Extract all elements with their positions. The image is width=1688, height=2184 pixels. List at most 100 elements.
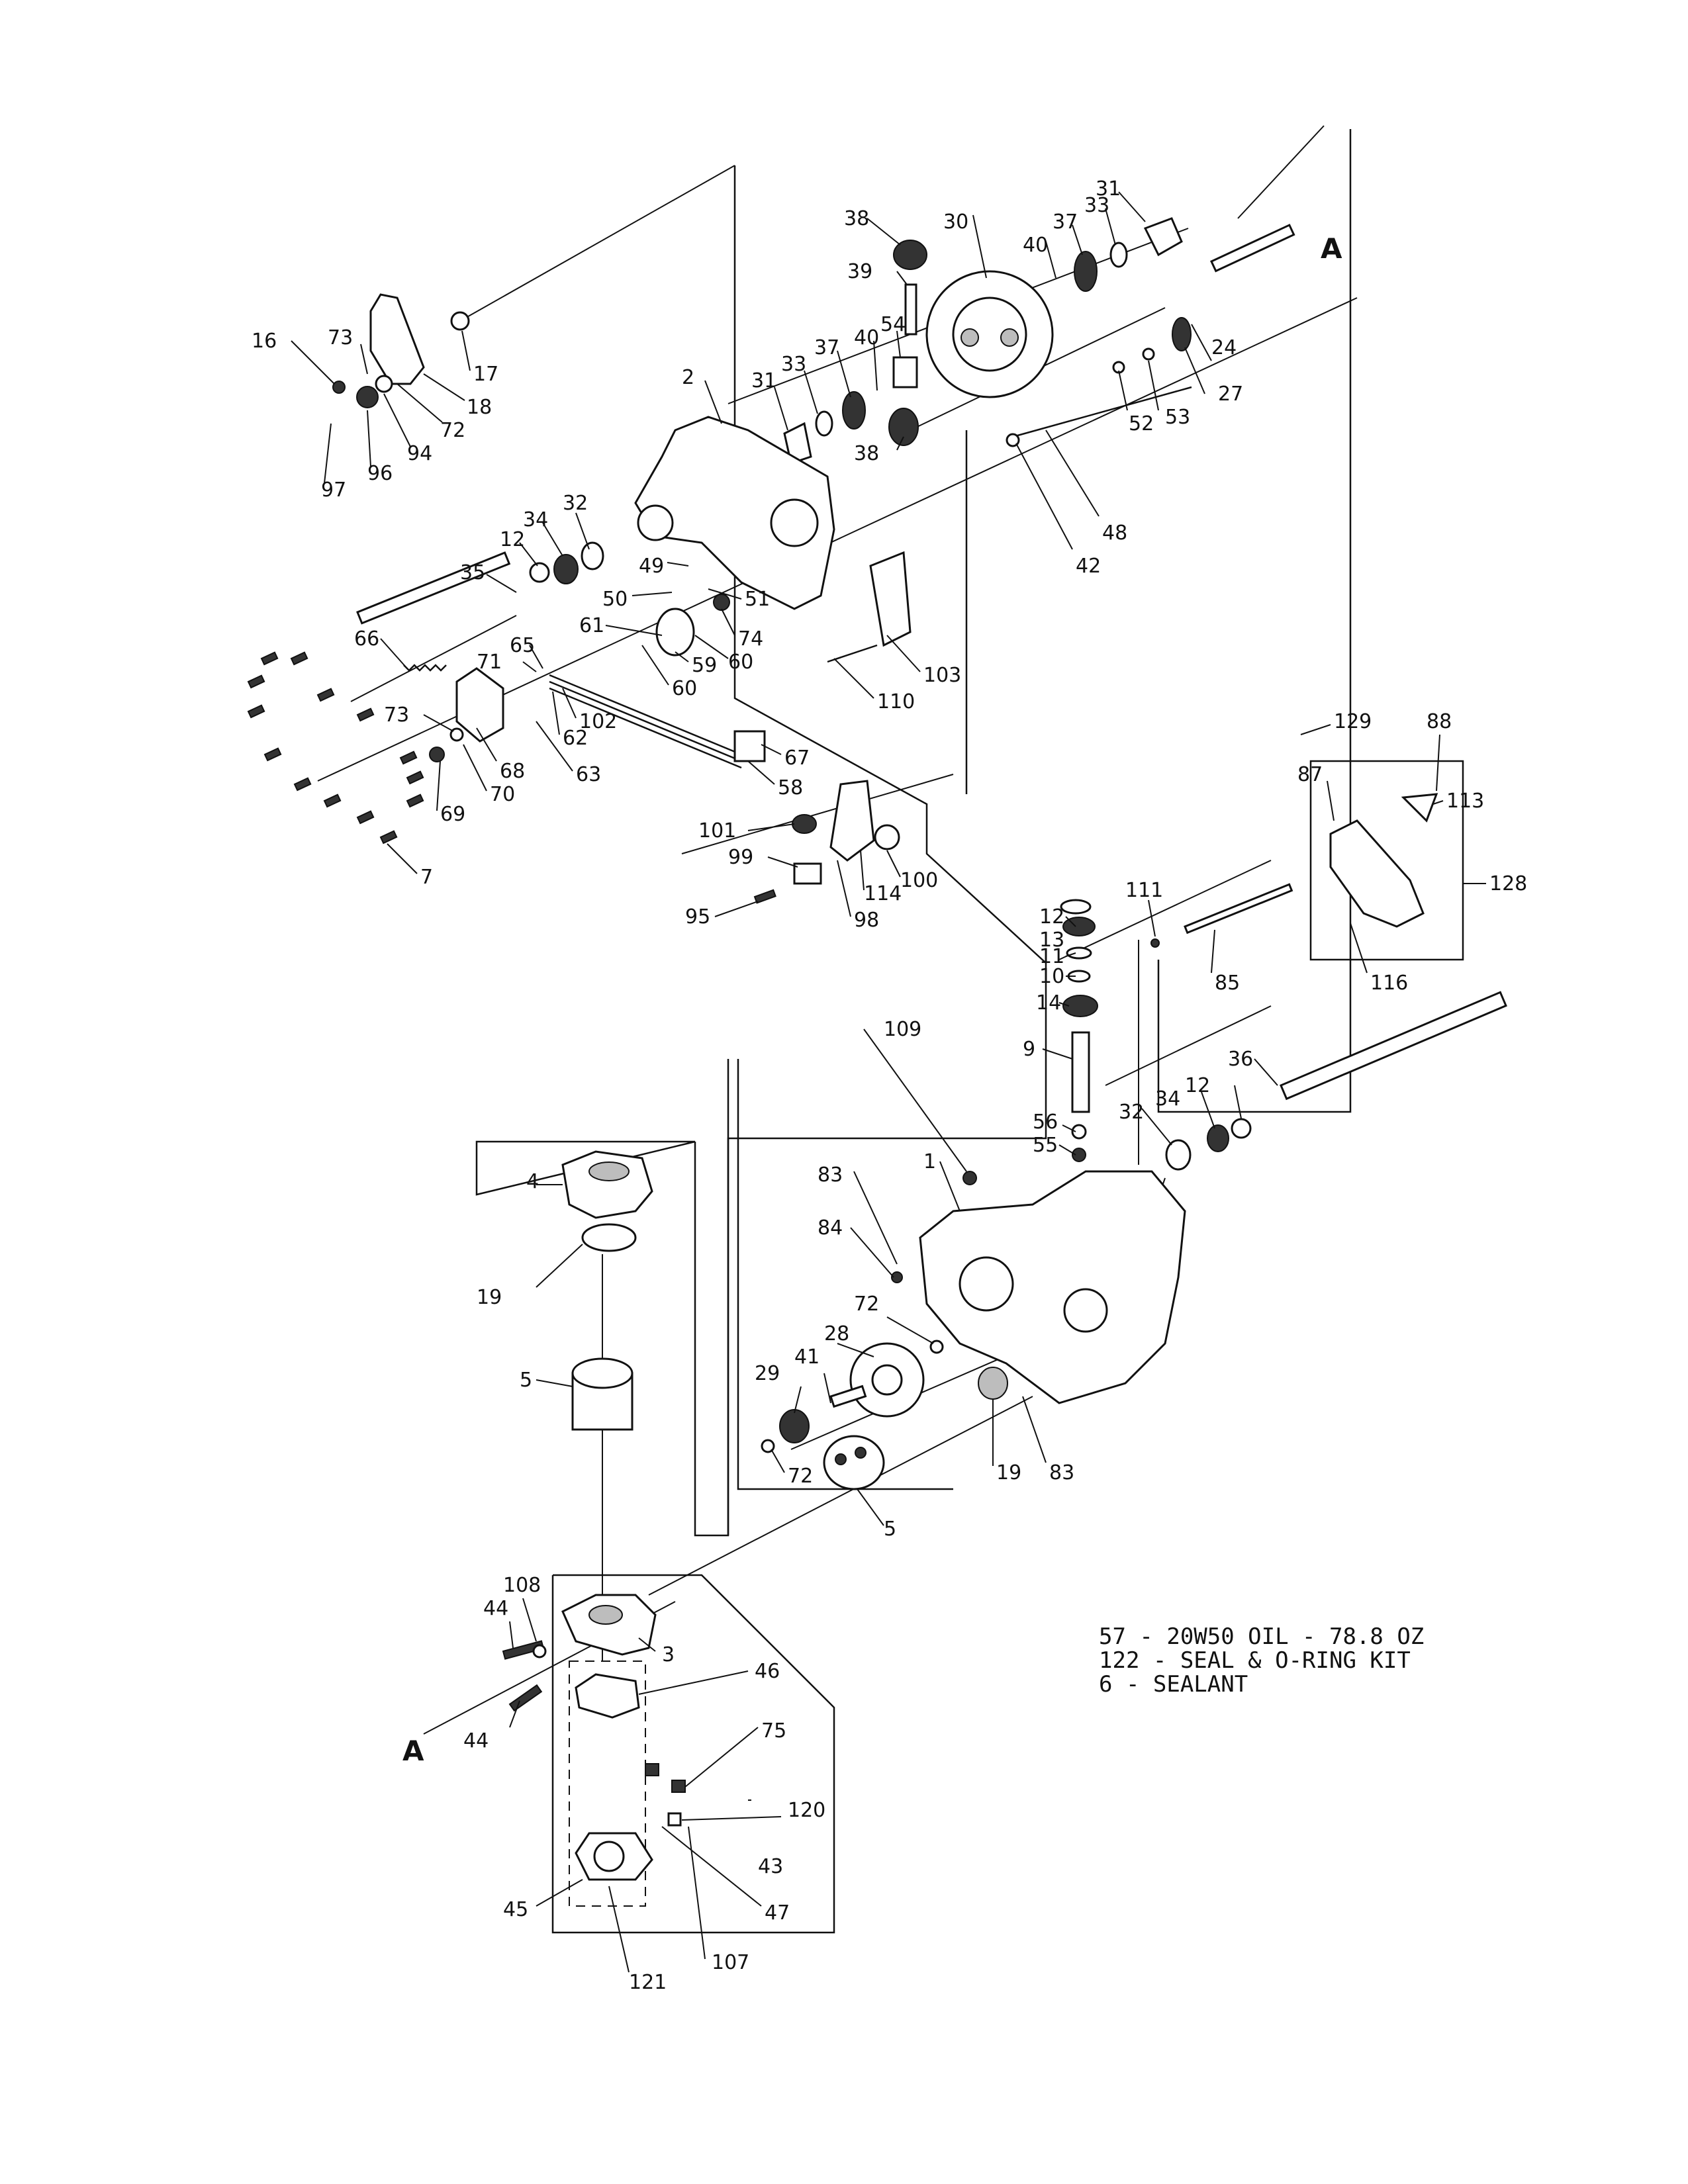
callout-85: 85 bbox=[1215, 972, 1240, 995]
callout-74: 74 bbox=[738, 627, 763, 651]
callout-63: 63 bbox=[576, 763, 601, 786]
gear-27 bbox=[1172, 317, 1192, 351]
callout-71: 71 bbox=[477, 651, 502, 674]
axis-marker-a-top: A bbox=[1321, 232, 1342, 265]
callout-11: 11 bbox=[1039, 945, 1064, 968]
callout-5-left: 5 bbox=[520, 1369, 532, 1392]
washer-100 bbox=[874, 824, 900, 850]
callout-19-left: 19 bbox=[477, 1286, 502, 1309]
bearing-14 bbox=[1062, 995, 1098, 1017]
callout-72: 72 bbox=[440, 419, 465, 442]
bolt-95 bbox=[753, 889, 776, 904]
washer-42 bbox=[1006, 433, 1020, 447]
bolt-44-bottom bbox=[508, 1684, 543, 1712]
seal-13 bbox=[1062, 917, 1096, 936]
callout-38-top: 38 bbox=[844, 207, 869, 230]
callout-61: 61 bbox=[579, 614, 604, 637]
callout-58: 58 bbox=[778, 776, 803, 799]
callout-116: 116 bbox=[1370, 972, 1408, 995]
callout-65: 65 bbox=[510, 634, 535, 657]
callout-24: 24 bbox=[1211, 336, 1237, 359]
callout-31-mid: 31 bbox=[751, 369, 776, 392]
leader-lines bbox=[291, 191, 1486, 1973]
callout-40-top: 40 bbox=[1023, 234, 1048, 257]
callout-12-right: 12 bbox=[1039, 905, 1064, 929]
shaft-36 bbox=[1280, 991, 1507, 1101]
callout-48: 48 bbox=[1102, 522, 1127, 545]
bolt-set-7 bbox=[247, 651, 424, 844]
callout-55: 55 bbox=[1033, 1134, 1058, 1157]
callout-113: 113 bbox=[1446, 790, 1484, 813]
shaft-9 bbox=[1071, 1031, 1090, 1113]
callout-labels: 16 73 17 18 72 94 96 97 2 38 30 37 33 31… bbox=[252, 177, 1527, 1994]
rod-85 bbox=[1184, 883, 1293, 934]
callout-87: 87 bbox=[1297, 763, 1323, 786]
callout-14: 14 bbox=[1036, 991, 1061, 1015]
callout-35: 35 bbox=[460, 561, 485, 584]
pinion-29 bbox=[779, 1409, 810, 1443]
callout-129: 129 bbox=[1334, 710, 1372, 733]
pin-111 bbox=[1150, 938, 1160, 948]
callout-32-top: 32 bbox=[563, 492, 588, 515]
callout-18: 18 bbox=[467, 396, 492, 419]
callout-108: 108 bbox=[503, 1574, 541, 1597]
housing-1 bbox=[919, 1170, 1186, 1404]
ring-12-right bbox=[1060, 899, 1092, 915]
bearing-34-top bbox=[553, 554, 579, 584]
callout-34-low: 34 bbox=[1155, 1087, 1180, 1111]
callout-16: 16 bbox=[252, 330, 277, 353]
seal-19-left bbox=[581, 1223, 637, 1252]
bearing-32-low bbox=[1165, 1139, 1192, 1171]
valve-75b bbox=[671, 1780, 686, 1793]
callout-12-low: 12 bbox=[1185, 1074, 1210, 1097]
callout-73: 73 bbox=[328, 326, 353, 349]
callout-114: 114 bbox=[864, 882, 902, 905]
callout-27: 27 bbox=[1218, 383, 1243, 406]
callout-107: 107 bbox=[712, 1951, 749, 1974]
callout-1: 1 bbox=[923, 1150, 936, 1173]
callout-52: 52 bbox=[1129, 412, 1154, 435]
washer-33-mid bbox=[815, 410, 833, 437]
callout-47: 47 bbox=[765, 1901, 790, 1925]
nut-16 bbox=[332, 381, 346, 394]
callout-37-mid: 37 bbox=[814, 336, 839, 359]
pinion-31-top bbox=[1143, 217, 1183, 257]
ring-12-top bbox=[529, 562, 550, 583]
callout-97: 97 bbox=[321, 478, 346, 502]
disc-59 bbox=[655, 608, 695, 657]
axis-markers: A A bbox=[402, 232, 1342, 1767]
pin-41 bbox=[829, 1385, 867, 1408]
washer-72c bbox=[761, 1439, 775, 1453]
callout-45: 45 bbox=[503, 1898, 528, 1921]
cover-116 bbox=[1329, 819, 1425, 928]
nut-109 bbox=[962, 1171, 977, 1185]
group-boundaries bbox=[475, 129, 1464, 1934]
note-oil: 57 - 20W50 OIL - 78.8 OZ bbox=[1099, 1623, 1425, 1650]
callout-3: 3 bbox=[662, 1643, 675, 1666]
axis-marker-a-bottom: A bbox=[402, 1735, 424, 1767]
callout-32-low: 32 bbox=[1119, 1101, 1144, 1124]
callout-12-top: 12 bbox=[500, 528, 525, 551]
callout-54: 54 bbox=[880, 313, 906, 336]
callout-19-right: 19 bbox=[996, 1461, 1021, 1484]
bracket-18 bbox=[369, 293, 425, 385]
housing-4 bbox=[561, 1150, 653, 1219]
block-54 bbox=[892, 356, 918, 388]
bearing-17 bbox=[450, 311, 470, 331]
gear-37-mid bbox=[842, 391, 866, 430]
washer-56 bbox=[1071, 1124, 1087, 1140]
callout-99: 99 bbox=[728, 846, 753, 869]
shaft-a-top bbox=[1210, 224, 1295, 273]
washer-11 bbox=[1066, 946, 1092, 960]
callout-68: 68 bbox=[500, 760, 525, 783]
callout-56: 56 bbox=[1033, 1111, 1058, 1134]
callout-51: 51 bbox=[745, 588, 770, 611]
callout-41: 41 bbox=[794, 1345, 820, 1369]
callout-110: 110 bbox=[877, 690, 915, 713]
callout-29: 29 bbox=[755, 1362, 780, 1385]
callout-103: 103 bbox=[923, 664, 961, 687]
callout-37-top: 37 bbox=[1053, 210, 1078, 234]
callout-83-top: 83 bbox=[818, 1163, 843, 1187]
callout-31-top: 31 bbox=[1096, 177, 1121, 201]
callout-75: 75 bbox=[761, 1719, 786, 1743]
